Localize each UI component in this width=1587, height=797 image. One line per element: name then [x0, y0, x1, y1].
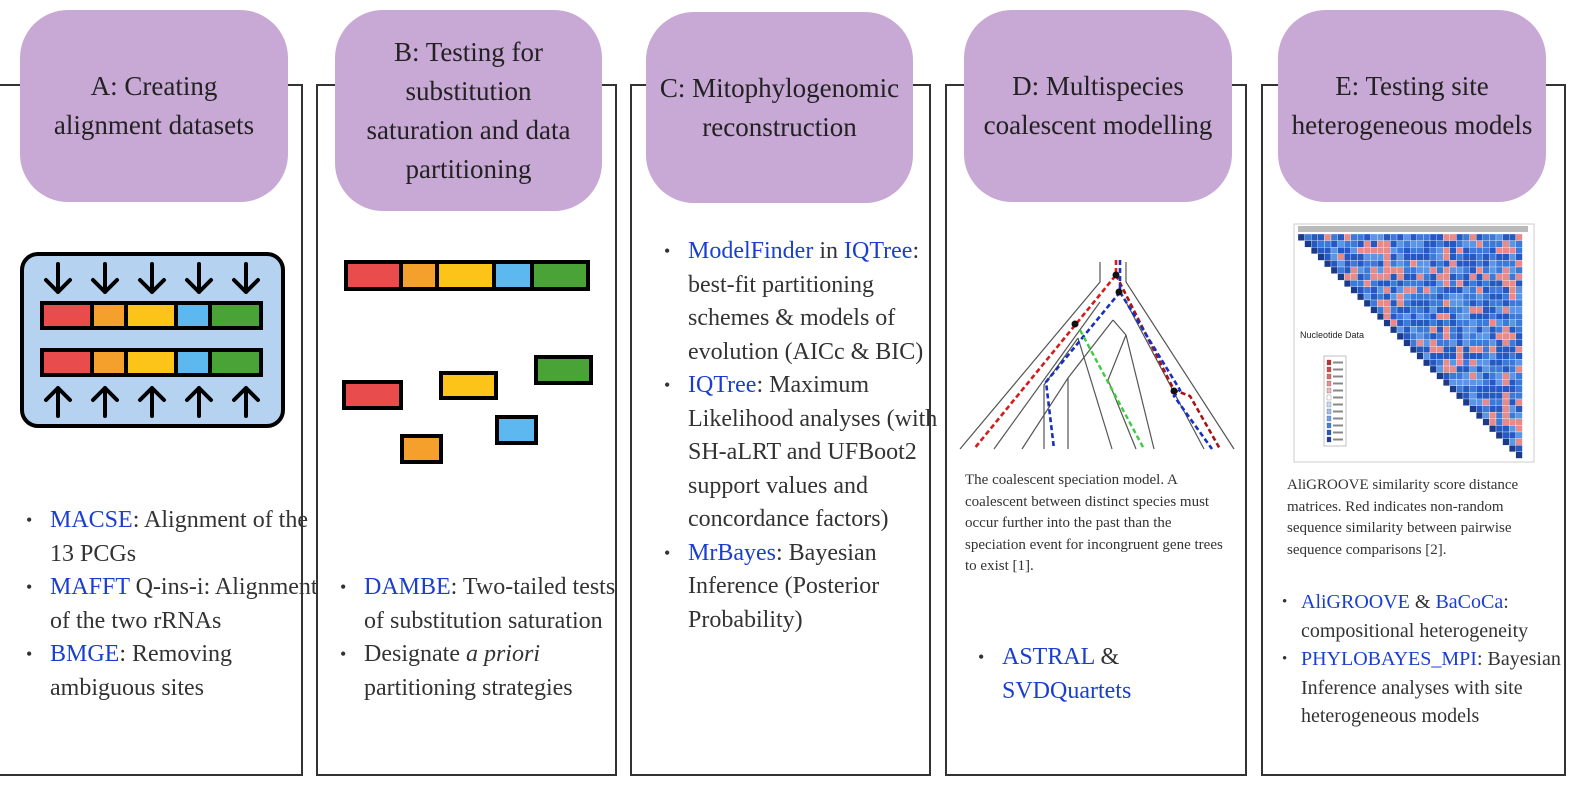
matrix-cells — [1297, 233, 1523, 459]
coalescent-tree-figure — [959, 260, 1235, 450]
tool-mafft[interactable]: MAFFT — [50, 574, 130, 600]
bullet-dambe: DAMBE: Two-tailed tests of substitution … — [340, 571, 626, 638]
bullets-e: AliGROOVE & BaCoCa: compositional hetero… — [1281, 588, 1571, 731]
tool-mrbayes[interactable]: MrBayes — [688, 539, 776, 566]
tool-dambe[interactable]: DAMBE — [364, 574, 451, 600]
alignment-icon — [20, 252, 285, 428]
bullet-astral: ASTRAL & SVDQuartets — [978, 641, 1252, 708]
tool-bacoca[interactable]: BaCoCa — [1435, 591, 1504, 613]
up-arrows-icon — [44, 386, 260, 418]
aligroove-matrix-figure: Nucleotide Data — [1293, 223, 1535, 463]
tool-bmge[interactable]: BMGE — [50, 641, 120, 667]
bullet-iqtree: IQTree: Maximum Likelihood analyses (wit… — [664, 369, 950, 537]
alignment-row-2 — [40, 348, 263, 377]
tool-svdquartets[interactable]: SVDQuartets — [1002, 677, 1132, 704]
matrix-label: Nucleotide Data — [1300, 330, 1364, 340]
caption-d: The coalescent speciation model. A coale… — [965, 472, 1223, 574]
bullets-c: ModelFinder in IQTree: best-fit partitio… — [662, 235, 950, 637]
bullet-modelfinder: ModelFinder in IQTree: best-fit partitio… — [664, 235, 950, 369]
header-a: A: Creating alignment datasets — [20, 10, 288, 202]
bullet-aligroove: AliGROOVE & BaCoCa: compositional hetero… — [1282, 588, 1571, 645]
down-arrows-icon — [44, 262, 260, 294]
bullet-apriori: Designate a priori partitioning strategi… — [340, 638, 626, 705]
tool-iqtree-b[interactable]: IQTree — [688, 372, 757, 398]
header-c: C: Mitophylogenomic reconstruction — [646, 12, 913, 203]
tool-aligroove[interactable]: AliGROOVE — [1301, 591, 1410, 613]
header-b: B: Testing for substitution saturation a… — [335, 10, 602, 211]
partition-blocks-icon — [342, 260, 593, 464]
tool-phylobayes[interactable]: PHYLOBAYES_MPI — [1301, 648, 1477, 671]
bullets-a: MACSE: Alignment of the 13 PCGs MAFFT Q-… — [24, 504, 325, 705]
caption-e: AliGROOVE similarity score distance matr… — [1287, 477, 1519, 558]
matrix-legend — [1323, 355, 1347, 447]
tool-macse[interactable]: MACSE — [50, 507, 133, 533]
tool-astral[interactable]: ASTRAL — [1002, 644, 1095, 670]
bullet-macse: MACSE: Alignment of the 13 PCGs — [26, 504, 325, 571]
bullets-d: ASTRAL & SVDQuartets — [976, 641, 1252, 708]
header-d: D: Multispecies coalescent modelling — [964, 10, 1232, 202]
bullet-phylobayes: PHYLOBAYES_MPI: Bayesian Inference analy… — [1282, 645, 1571, 731]
matrix-header-ticks — [1298, 226, 1528, 232]
bullet-mafft: MAFFT Q-ins-i: Alignment of the two rRNA… — [26, 571, 325, 638]
alignment-row-1 — [40, 301, 263, 330]
bullets-b: DAMBE: Two-tailed tests of substitution … — [338, 571, 626, 705]
header-e: E: Testing site heterogeneous models — [1278, 10, 1546, 202]
tool-iqtree-a[interactable]: IQTree — [844, 238, 913, 264]
bullet-bmge: BMGE: Removing ambiguous sites — [26, 638, 325, 705]
bullet-mrbayes: MrBayes: Bayesian Inference (Posterior P… — [664, 537, 950, 638]
tool-modelfinder[interactable]: ModelFinder — [688, 238, 814, 264]
